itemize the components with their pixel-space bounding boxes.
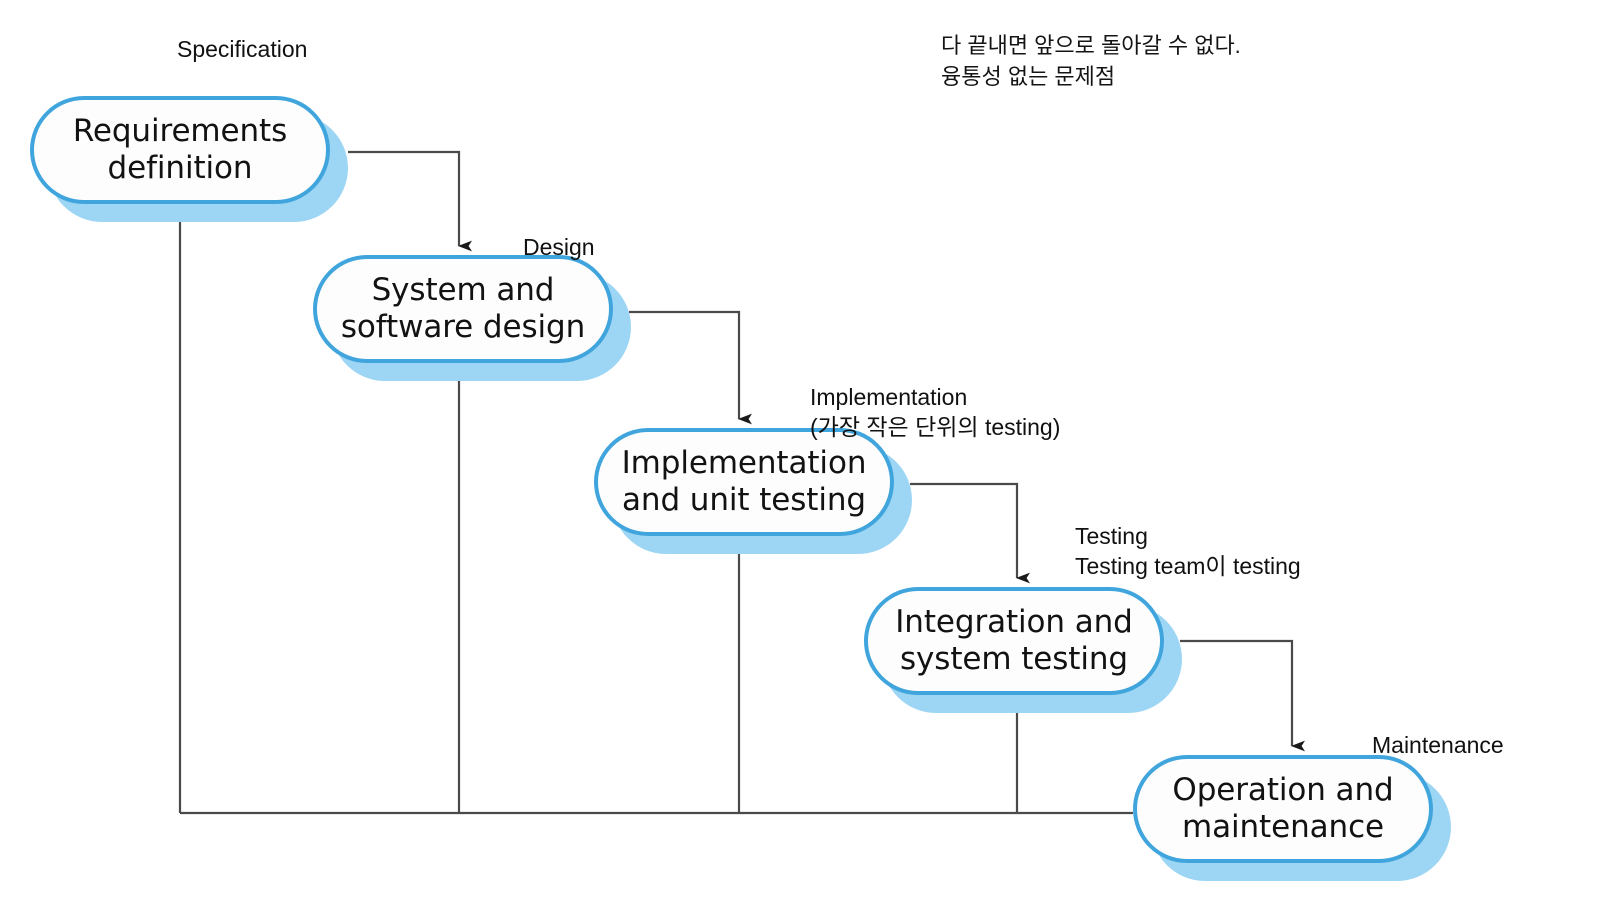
stage-label-requirements: Requirements definition	[72, 113, 288, 186]
connector-integration-to-operation	[1180, 639, 1305, 752]
connector-implementation-to-integration	[910, 482, 1030, 584]
caption-maintenance: Maintenance	[1372, 732, 1504, 758]
stage-label-operation: Operation and maintenance	[1172, 772, 1394, 845]
feedback-connectors	[167, 207, 1133, 815]
stage-integration[interactable]: Integration and system testing	[864, 587, 1164, 695]
caption-specification: Specification	[177, 36, 308, 62]
stage-operation[interactable]: Operation and maintenance	[1133, 755, 1433, 863]
stage-implementation[interactable]: Implementation and unit testing	[594, 428, 894, 536]
stage-requirements[interactable]: Requirements definition	[30, 96, 330, 204]
connector-requirements-to-design	[348, 150, 472, 252]
stage-label-integration: Integration and system testing	[895, 604, 1133, 677]
caption-testing: Testing Testing team이 testing	[1075, 523, 1301, 580]
stage-label-implementation: Implementation and unit testing	[621, 445, 867, 518]
caption-design: Design	[523, 234, 595, 260]
stage-label-design: System and software design	[340, 272, 586, 345]
connector-design-to-implementation	[629, 310, 752, 425]
forward-connectors	[348, 150, 1305, 752]
stage-design[interactable]: System and software design	[313, 255, 613, 363]
annotation-note: 다 끝내면 앞으로 돌아갈 수 없다. 융통성 없는 문제점	[941, 33, 1241, 90]
caption-implementation: Implementation (가장 작은 단위의 testing)	[810, 384, 1061, 441]
